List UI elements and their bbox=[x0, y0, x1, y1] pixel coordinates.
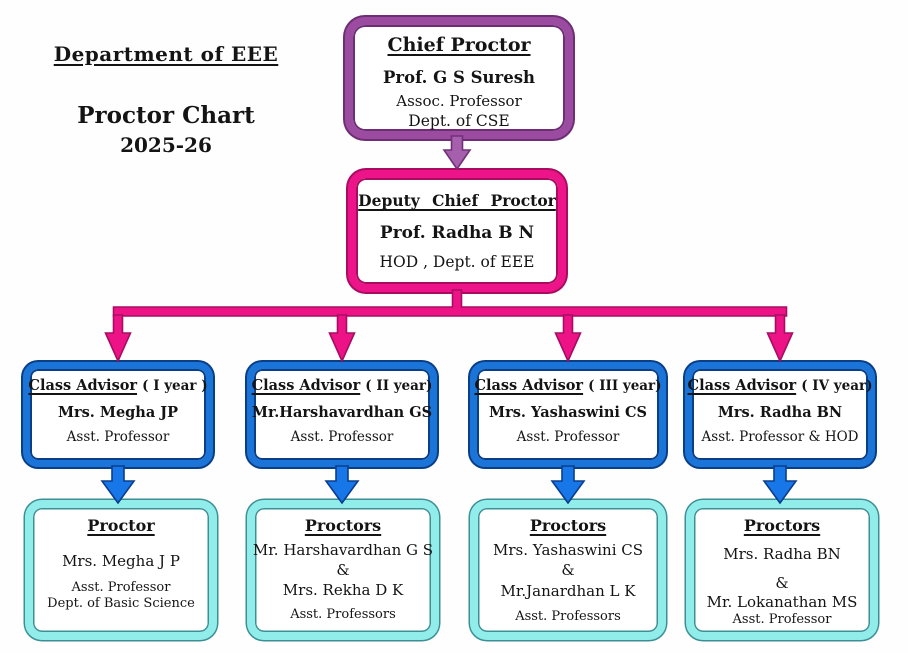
box-title-text: Class Advisor bbox=[28, 377, 138, 394]
person-role: Asst. Professor & HOD bbox=[701, 429, 859, 445]
person-name: Mrs. Radha BN bbox=[717, 404, 843, 421]
person-role: Asst. Professors bbox=[515, 609, 621, 624]
ampersand: & bbox=[561, 561, 575, 579]
chief-proctor-box: Chief Proctor Prof. G S Suresh Assoc. Pr… bbox=[345, 17, 573, 139]
deputy-branch-bar bbox=[112, 289, 788, 317]
person-name: Mr. Lokanathan MS bbox=[706, 593, 858, 611]
person-name: Mrs. Rekha D K bbox=[282, 581, 404, 599]
year-label: ( II year) bbox=[365, 378, 433, 394]
person-name: Prof. G S Suresh bbox=[383, 68, 535, 87]
proctor-box-1: Proctor Mrs. Megha J P Asst. Professor D… bbox=[25, 500, 217, 640]
box-title: Proctors bbox=[743, 516, 821, 535]
box-title-text: Class Advisor bbox=[474, 377, 584, 394]
year-label: ( III year) bbox=[588, 378, 662, 394]
person-dept: Dept. of Basic Science bbox=[47, 596, 195, 611]
class-advisor-box-4: Class Advisor ( IV year) Mrs. Radha BN A… bbox=[685, 362, 875, 467]
ampersand: & bbox=[775, 574, 789, 592]
person-role: Asst. Professor bbox=[71, 580, 171, 595]
arrow-advisor-to-proctor-2 bbox=[324, 465, 360, 505]
person-role: Asst. Professor bbox=[66, 429, 170, 445]
class-advisor-box-2: Class Advisor ( II year) Mr.Harshavardha… bbox=[247, 362, 437, 467]
box-title: Class Advisor ( I year ) bbox=[28, 377, 207, 394]
class-advisor-box-1: Class Advisor ( I year ) Mrs. Megha JP A… bbox=[23, 362, 213, 467]
proctor-box-3: Proctors Mrs. Yashaswini CS & Mr.Janardh… bbox=[470, 500, 666, 640]
chart-title: Proctor Chart bbox=[77, 102, 255, 129]
arrow-to-advisor-3 bbox=[554, 314, 582, 363]
box-title: Deputy Chief Proctor bbox=[358, 191, 556, 210]
arrow-advisor-to-proctor-3 bbox=[550, 465, 586, 505]
year-label: ( I year ) bbox=[142, 378, 208, 394]
year-label: ( IV year) bbox=[801, 378, 873, 394]
person-name: Mrs. Radha BN bbox=[723, 545, 841, 563]
person-role: Asst. Professor bbox=[516, 429, 620, 445]
arrow-to-advisor-4 bbox=[766, 314, 794, 363]
person-role: Asst. Professor bbox=[732, 612, 832, 627]
arrow-to-advisor-1 bbox=[104, 314, 132, 363]
box-title-text: Class Advisor bbox=[251, 377, 361, 394]
person-role: Asst. Professor bbox=[290, 429, 394, 445]
ampersand: & bbox=[336, 561, 350, 579]
box-title: Class Advisor ( IV year) bbox=[688, 377, 873, 394]
person-name: Mrs. Yashaswini CS bbox=[492, 541, 644, 559]
person-role: Assoc. Professor bbox=[396, 92, 522, 110]
arrow-advisor-to-proctor-1 bbox=[100, 465, 136, 505]
person-name: Prof. Radha B N bbox=[379, 223, 535, 243]
department-title: Department of EEE bbox=[53, 42, 279, 66]
person-name: Mr.Janardhan L K bbox=[500, 582, 636, 600]
person-role: Asst. Professors bbox=[290, 607, 396, 622]
box-title: Proctor bbox=[87, 516, 155, 535]
arrow-advisor-to-proctor-4 bbox=[762, 465, 798, 505]
person-name: Mrs. Yashaswini CS bbox=[489, 404, 647, 421]
box-title: Chief Proctor bbox=[387, 34, 531, 56]
class-advisor-box-3: Class Advisor ( III year) Mrs. Yashaswin… bbox=[470, 362, 666, 467]
deputy-chief-proctor-box: Deputy Chief Proctor Prof. Radha B N HOD… bbox=[348, 170, 566, 292]
arrow-chief-to-deputy bbox=[442, 135, 472, 171]
box-title: Class Advisor ( II year) bbox=[252, 377, 433, 394]
chart-year: 2025-26 bbox=[120, 133, 212, 157]
box-title-text: Class Advisor bbox=[687, 377, 797, 394]
proctor-box-4: Proctors Mrs. Radha BN & Mr. Lokanathan … bbox=[686, 500, 878, 640]
box-title: Class Advisor ( III year) bbox=[474, 377, 661, 394]
person-name: Mr. Harshavardhan G S bbox=[252, 541, 434, 559]
person-name: Mrs. Megha J P bbox=[62, 552, 180, 570]
box-title: Proctors bbox=[304, 516, 382, 535]
person-dept: Dept. of CSE bbox=[408, 112, 510, 130]
box-title: Proctors bbox=[529, 516, 607, 535]
person-name: Mr.Harshavardhan GS bbox=[251, 404, 433, 421]
person-name: Mrs. Megha JP bbox=[57, 404, 179, 421]
person-role: HOD , Dept. of EEE bbox=[379, 253, 535, 271]
title-block: Department of EEE Proctor Chart 2025-26 bbox=[40, 42, 292, 157]
proctor-box-2: Proctors Mr. Harshavardhan G S & Mrs. Re… bbox=[247, 500, 439, 640]
arrow-to-advisor-2 bbox=[328, 314, 356, 363]
